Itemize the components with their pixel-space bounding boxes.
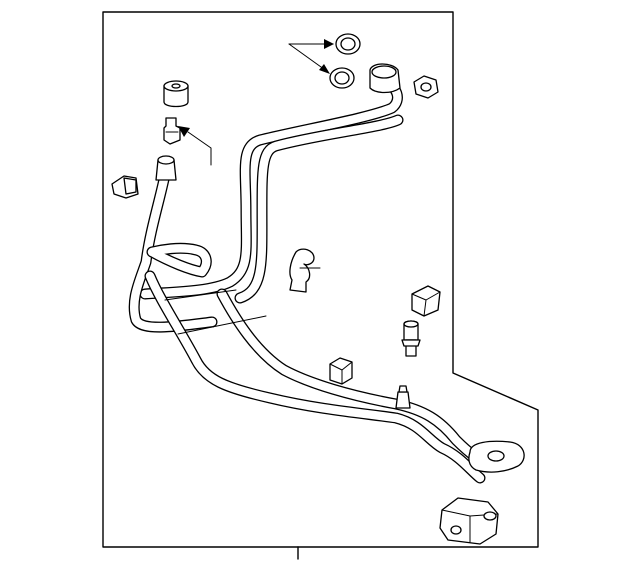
rubber-grommet xyxy=(163,80,189,108)
ac-hose-assembly xyxy=(128,63,525,484)
valve-fitting xyxy=(401,320,421,357)
small-cap xyxy=(329,357,353,385)
o-ring-seal-lower xyxy=(329,67,355,89)
callout-arrows xyxy=(288,39,334,74)
valve-core xyxy=(163,117,181,145)
diagram-frame xyxy=(102,11,539,548)
clip-bracket xyxy=(111,175,139,199)
o-ring-seal-upper xyxy=(335,33,361,55)
hex-nut xyxy=(413,75,439,99)
tube-clip xyxy=(289,248,321,293)
valve-core-callout xyxy=(178,126,212,166)
rubber-cap xyxy=(411,285,441,317)
block-fitting xyxy=(439,497,499,545)
